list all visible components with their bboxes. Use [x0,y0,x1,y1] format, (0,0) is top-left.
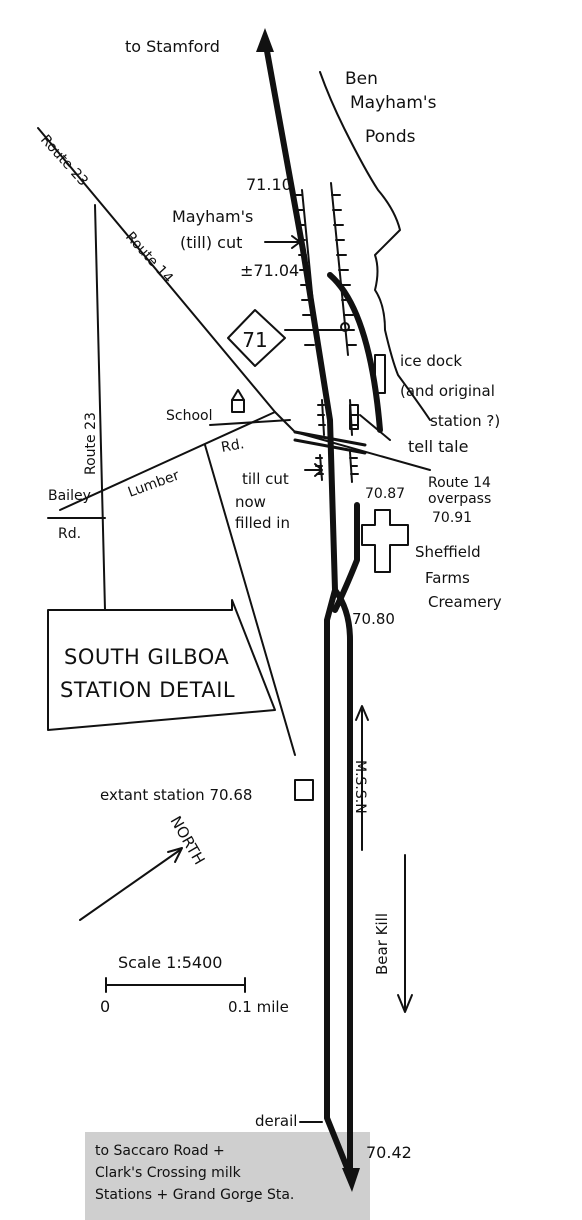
route14-overpass-label-1: Route 14 [428,475,491,491]
telltale-label: tell tale [408,437,468,456]
extant-station-label: extant station 70.68 [100,786,252,804]
ponds-shoreline [319,71,431,421]
mssn-label: M.S.S.N [352,760,368,814]
lumber-rd-label: Rd. [220,436,246,456]
ponds-label-3: Ponds [365,127,416,147]
passing-siding [332,587,353,1133]
till-cut-hatching [315,399,359,483]
bailey-label: Bailey [48,488,91,504]
icedock-label-2: (and original [400,382,495,400]
title-box: SOUTH GILBOA STATION DETAIL [47,599,276,731]
bottom-caption-1: to Saccaro Road + [95,1143,225,1159]
tillcut-label-3: filled in [235,514,290,532]
tillcut-label-1: till cut [242,470,289,488]
route14-overpass-label-2: overpass [428,491,491,507]
roads [37,127,431,756]
icedock-label-1: ice dock [400,352,462,370]
south-track-arrowhead [342,1168,360,1192]
school-label: School [166,408,212,424]
bottom-caption-2: Clark's Crossing milk [95,1165,242,1181]
creamery-building [361,509,409,573]
cut-pointer [264,235,301,249]
bottom-caption-3: Stations + Grand Gorge Sta. [95,1187,294,1203]
sheffield-label-3: Creamery [428,593,502,611]
ponds-label-2: Mayham's [350,93,437,113]
route14-overpass [293,430,367,447]
telltale-structure [349,404,359,430]
north-label: NORTH [167,813,209,868]
ice-dock-siding [327,272,383,433]
cut-label-2: (till) cut [180,233,242,252]
title-line2: STATION DETAIL [60,678,235,702]
sheffield-label-2: Farms [425,569,470,587]
bear-kill-flow: Bear Kill [373,854,413,1013]
route14-road-label: Route 14 [122,229,176,287]
scale-end: 0.1 mile [228,998,289,1016]
scale-zero: 0 [100,997,110,1016]
route14-overpass-2 [293,438,367,455]
school-icon [231,389,245,413]
ponds-label-1: Ben [345,69,378,89]
north-arrow: NORTH [79,813,209,921]
milepost-70-80: 70.80 [352,610,395,628]
title-line1: SOUTH GILBOA [64,645,229,669]
milepost-70-42: 70.42 [366,1143,412,1162]
bailey-rd-label: Rd. [58,526,81,542]
bottom-caption-band [85,1132,370,1220]
scale-bar: Scale 1:5400 0 0.1 mile [100,953,289,1016]
scale-label: Scale 1:5400 [118,953,222,972]
route23-side-label: Route 23 [83,412,99,475]
ice-dock-building [374,354,386,394]
extant-station-building [294,779,314,801]
creamery-siding [332,502,360,613]
bear-kill-label: Bear Kill [373,913,391,975]
route-marker-number: 71 [242,328,267,352]
milepost-cut: ±71.04 [240,261,299,280]
cut-label-1: Mayham's [172,207,253,226]
mssn-indicator: M.S.S.N [352,705,369,851]
tillcut-pointer [304,463,323,477]
milepost-70-87: 70.87 [365,486,405,502]
derail-label: derail [255,1112,297,1130]
route-71-marker: 71 [227,309,350,367]
telltale-pointer [359,414,391,441]
lumber-label: Lumber [126,467,182,500]
north-track-arrowhead [256,28,274,52]
overpass-milepost: 70.91 [432,510,472,526]
to-stamford-label: to Stamford [125,37,220,56]
sheffield-label-1: Sheffield [415,543,481,561]
icedock-label-3: station ?) [430,412,500,430]
route23-top-label: Route 23 [37,132,91,189]
milepost-top: 71.10 [246,175,292,194]
tillcut-label-2: now [235,493,266,511]
